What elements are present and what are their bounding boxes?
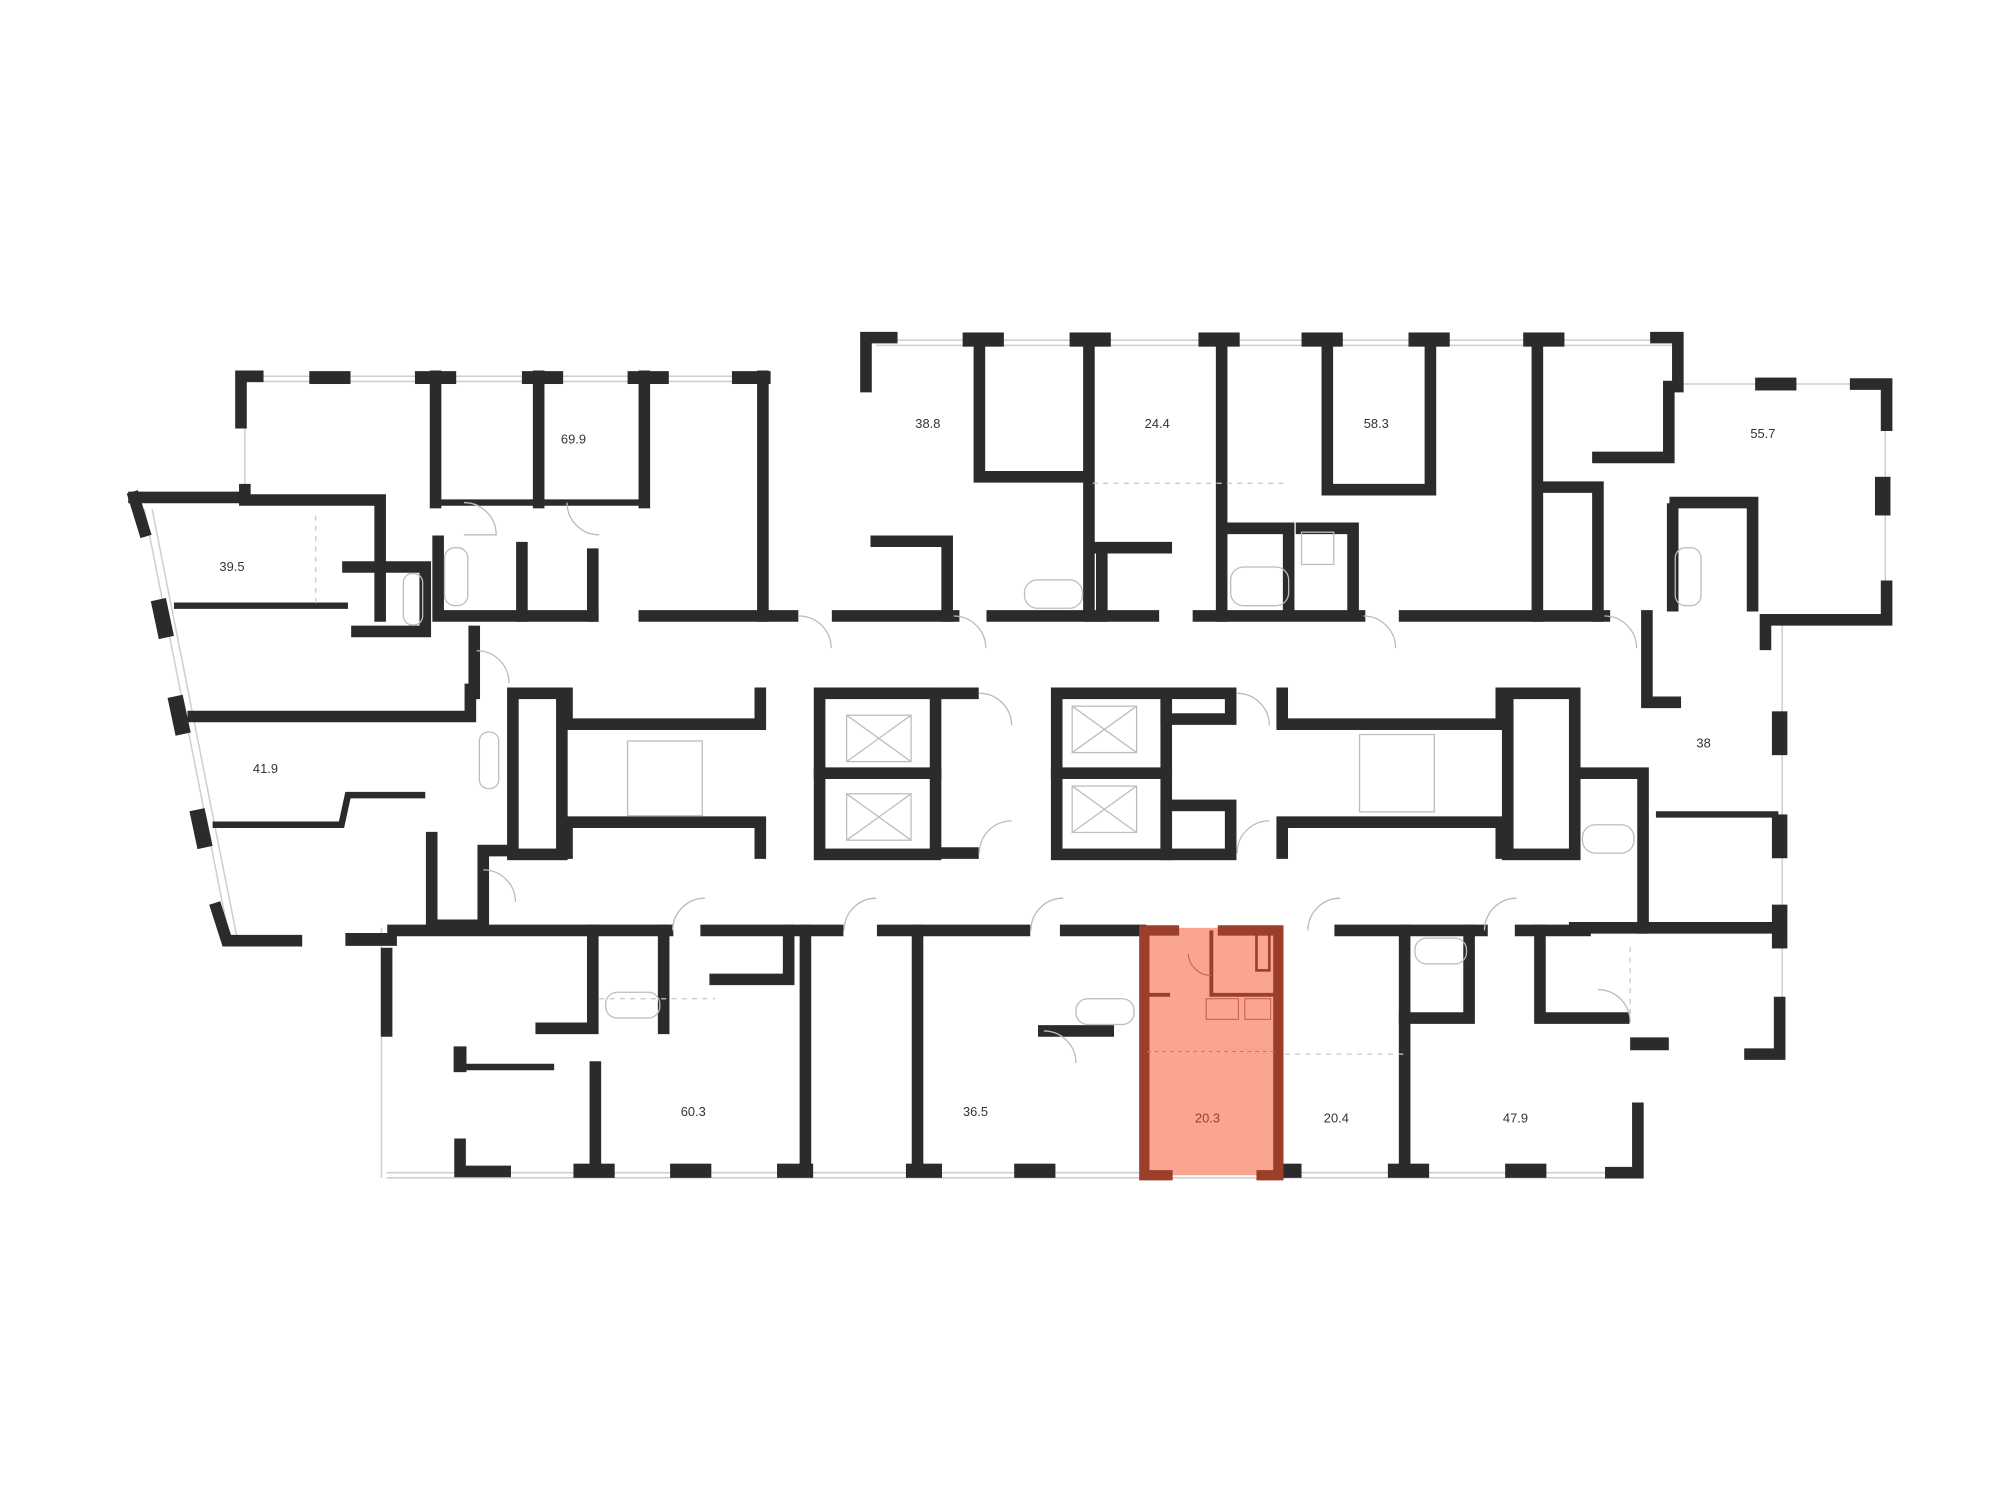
- exterior-walls: [126, 331, 1893, 1179]
- apartment-area-label[interactable]: 41.9: [253, 761, 278, 776]
- fixtures: [402, 531, 1702, 1026]
- building-core: [507, 687, 1581, 861]
- windows: [143, 339, 1888, 1179]
- interior-walls: [173, 342, 1785, 1173]
- apartment-area-label[interactable]: 20.4: [1324, 1110, 1349, 1125]
- area-labels: 69.9 39.5 41.9 60.3 38.8 24.4 58.3 55.7 …: [219, 416, 1775, 1126]
- apartment-area-label[interactable]: 55.7: [1750, 426, 1775, 441]
- apartment-area-label[interactable]: 36.5: [963, 1104, 988, 1119]
- apartment-area-label[interactable]: 69.9: [561, 431, 586, 446]
- apartment-area-label[interactable]: 24.4: [1145, 416, 1170, 431]
- apartment-20-3-highlight[interactable]: [1139, 925, 1284, 1181]
- apartment-area-label[interactable]: 38.8: [915, 416, 940, 431]
- apartment-area-label[interactable]: 39.5: [219, 559, 244, 574]
- apartment-area-label[interactable]: 58.3: [1364, 416, 1389, 431]
- apartment-area-label[interactable]: 38: [1696, 735, 1710, 750]
- doors: [463, 501, 1638, 1064]
- apartment-area-label-selected[interactable]: 20.3: [1195, 1110, 1220, 1125]
- apartment-area-label[interactable]: 47.9: [1503, 1110, 1528, 1125]
- apartment-area-label[interactable]: 60.3: [681, 1104, 706, 1119]
